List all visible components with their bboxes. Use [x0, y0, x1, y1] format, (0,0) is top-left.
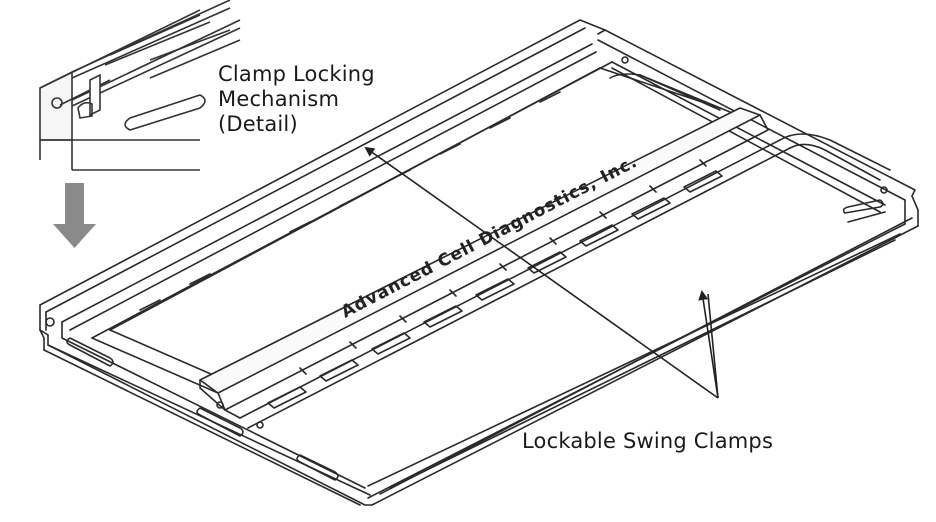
- leader-clamp-arrow-left: [698, 290, 719, 399]
- leader-detail-arrow: [364, 146, 719, 399]
- detail-label-line-1: Clamp Locking: [218, 62, 375, 86]
- down-arrow-icon: [53, 183, 96, 248]
- leader-clamp-arrow-right: [707, 293, 719, 399]
- detail-label-line-2: Mechanism: [218, 87, 340, 111]
- slide-tray: [39, 19, 919, 506]
- clamp-detail-inset: [39, 0, 241, 171]
- clamp-locking-detail-label: Clamp Locking Mechanism (Detail): [218, 62, 375, 137]
- swing-clamps-label: Lockable Swing Clamps: [522, 429, 774, 453]
- detail-label-line-3: (Detail): [218, 112, 298, 136]
- leader-lines: [364, 146, 719, 399]
